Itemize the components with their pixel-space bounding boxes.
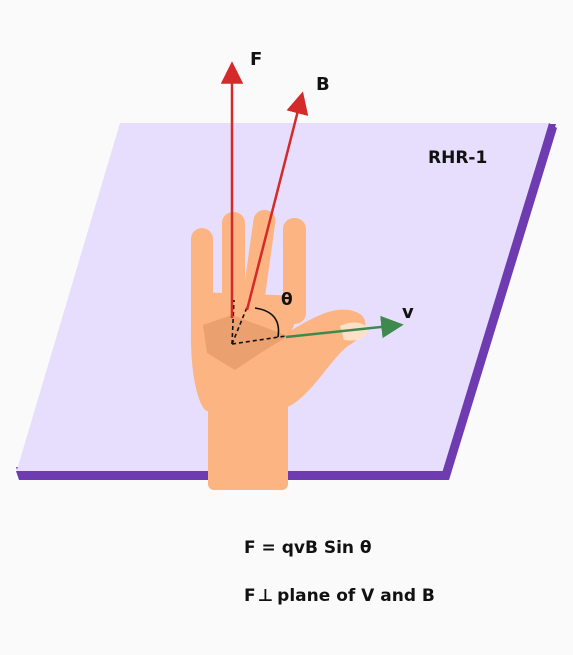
dashed-field-base bbox=[231, 299, 251, 345]
force-formula: F = qvB Sin θ bbox=[244, 538, 372, 558]
velocity-arrow bbox=[285, 315, 404, 339]
perpendicular-statement: F⊥plane of V and B bbox=[244, 586, 435, 606]
perp-rest: plane of V and B bbox=[277, 586, 435, 606]
wrist bbox=[208, 390, 288, 490]
thumb-tip bbox=[340, 322, 368, 341]
dashed-force-base bbox=[231, 299, 235, 345]
force-label: F bbox=[250, 49, 262, 70]
plane-right-edge bbox=[444, 123, 557, 480]
angle-label: θ bbox=[281, 290, 293, 310]
perpendicular-symbol: ⊥ bbox=[257, 586, 274, 606]
dashed-velocity-base bbox=[231, 335, 287, 345]
field-arrow bbox=[245, 91, 309, 311]
palm-shaded-region bbox=[203, 315, 288, 370]
velocity-label: v bbox=[402, 302, 414, 323]
theta-arc bbox=[254, 307, 280, 338]
angle-construction bbox=[231, 299, 287, 345]
field-label: B bbox=[316, 74, 330, 95]
hand-illustration bbox=[190, 209, 368, 490]
plane-label: RHR-1 bbox=[428, 148, 487, 168]
perp-prefix: F bbox=[244, 586, 256, 606]
